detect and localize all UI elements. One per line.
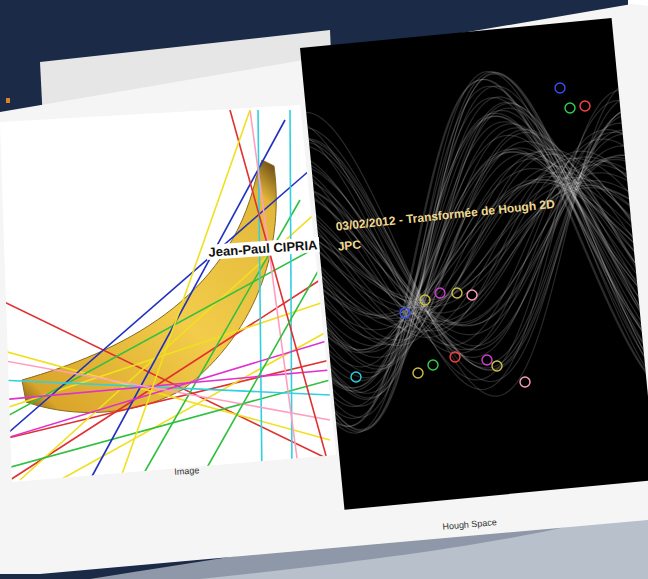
hough-curve — [303, 104, 648, 391]
hough-curve — [300, 62, 648, 433]
image-panel — [0, 105, 336, 482]
detected-line — [90, 120, 285, 480]
hough-curve — [304, 111, 648, 384]
hough-curve — [306, 127, 648, 366]
hough-curve — [303, 97, 648, 397]
hough-curve — [307, 143, 647, 351]
peak-circle — [467, 290, 477, 300]
hough-curve — [308, 149, 646, 344]
hough-curve — [301, 82, 648, 413]
banana — [22, 160, 276, 413]
hough-curve — [302, 91, 648, 403]
image — [0, 110, 330, 480]
detected-line — [0, 380, 330, 395]
hough-curve — [304, 110, 648, 384]
hough-curve — [304, 108, 648, 386]
mark — [6, 98, 10, 103]
hough-curve — [303, 98, 648, 395]
hough-curve — [304, 113, 648, 382]
hough-curve — [305, 122, 648, 371]
detected-line — [20, 200, 330, 480]
peak-circle — [565, 103, 575, 113]
peak-circle — [580, 101, 590, 111]
hough-curve — [311, 183, 643, 310]
hough-curve — [303, 100, 648, 395]
detected-line — [200, 250, 330, 480]
hough-curve — [305, 120, 648, 375]
hough-curve — [309, 161, 645, 332]
hough-curve — [305, 124, 648, 371]
hough-curve — [300, 66, 648, 428]
hough-curve — [308, 156, 645, 339]
hough-curve — [306, 136, 647, 357]
hough-curve — [310, 177, 643, 318]
hough-curve — [310, 169, 644, 324]
hough-curve — [307, 147, 646, 348]
hough-curve — [300, 59, 648, 436]
peak-circle — [450, 352, 460, 362]
detected-line — [258, 110, 262, 480]
peak-circle — [492, 361, 502, 371]
hough-curve — [302, 90, 648, 405]
hough-curve — [307, 141, 647, 352]
hough-curve — [307, 145, 646, 349]
hough-curve — [304, 114, 648, 379]
hough-curve — [303, 103, 648, 390]
initials: JPC — [335, 237, 364, 254]
hough-curve — [307, 137, 648, 356]
hough-curve — [300, 73, 648, 420]
peak-circle — [452, 288, 462, 298]
hough-curve — [307, 143, 646, 350]
hough-curve — [300, 59, 648, 434]
hough-curve — [302, 85, 648, 409]
peak-circle — [413, 368, 423, 378]
hough-curve — [300, 66, 648, 428]
peak-circle — [428, 360, 438, 370]
hough-curve — [307, 140, 647, 353]
detected-line — [0, 360, 330, 420]
detected-line — [0, 360, 330, 440]
hough-curve — [306, 134, 647, 361]
peak-circle — [351, 372, 361, 382]
hough-curve — [303, 97, 648, 398]
peak-circle — [420, 295, 430, 305]
hough-curve — [304, 109, 648, 385]
hough-curve — [305, 117, 648, 377]
hough-curve — [307, 138, 648, 356]
detected-lines — [0, 110, 330, 480]
detected-line — [250, 110, 300, 480]
peak-circle — [400, 308, 410, 318]
panel-caption: Image — [172, 465, 202, 477]
peak-circle — [555, 83, 565, 93]
hough-panel — [295, 17, 648, 510]
peaks — [351, 83, 590, 387]
hough-curve — [300, 60, 648, 433]
detected-line — [0, 370, 330, 400]
peak-circle — [520, 377, 530, 387]
detected-line — [0, 350, 330, 440]
peak-circle — [482, 355, 492, 365]
peak-circle — [435, 288, 445, 298]
hough-curve — [302, 92, 648, 401]
hough-curve — [305, 122, 648, 371]
hough-curve — [307, 141, 647, 354]
hough-curve — [307, 146, 646, 347]
detected-line — [0, 340, 330, 440]
hough-curve — [300, 74, 648, 420]
